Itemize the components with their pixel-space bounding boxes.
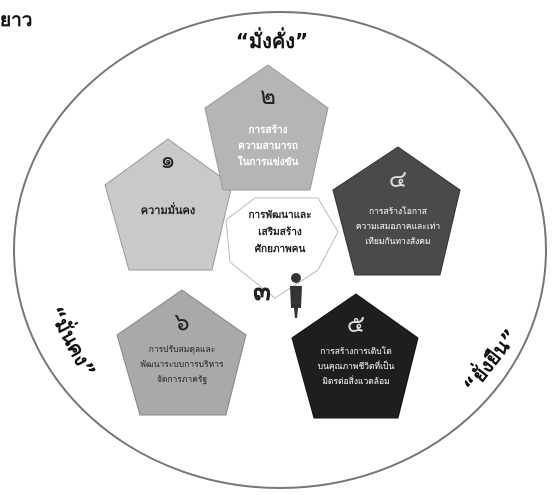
- label-top: “มั่งคั่ง”: [236, 26, 308, 53]
- pentagon-4-label-line: การสร้างโอกาส: [369, 206, 428, 217]
- center-label-line: เสริมสร้าง: [258, 226, 302, 238]
- pentagon-5-shape: [291, 293, 419, 419]
- pentagon-2-shape: [204, 64, 329, 191]
- pentagon-2-number: ๒: [260, 82, 276, 110]
- pentagon-2-label-line: การสร้าง: [248, 124, 287, 136]
- header-fragment: ยาว: [0, 9, 32, 31]
- pentagon-6-label-line: การปรับสมดุลและ: [149, 345, 216, 355]
- pentagon-4-number: ๔: [389, 165, 407, 193]
- pentagon-5-label-line: การสร้างการเติบโต: [320, 346, 392, 357]
- pentagon-6: ๖ การปรับสมดุลและ พัฒนาระบบการบริหาร จัด…: [116, 289, 247, 416]
- center-label-line: การพัฒนาและ: [248, 209, 311, 221]
- pentagon-1-number: ๑: [160, 146, 175, 174]
- pentagon-4-shape: [332, 146, 461, 276]
- pentagon-4-label-line: เทียมกันทางสังคม: [365, 236, 430, 247]
- pentagon-2: ๒ การสร้าง ความสามารถ ในการแข่งขัน: [204, 64, 329, 191]
- center-label-line: ศักยภาพคน: [255, 243, 306, 255]
- pentagon-5-number: ๕: [347, 310, 365, 338]
- pentagon-6-shape: [116, 289, 247, 416]
- pentagon-2-label-line: ในการแข่งขัน: [238, 155, 299, 168]
- pentagon-6-number: ๖: [174, 308, 189, 336]
- pentagon-5-label-line: มิตรต่อสิ่งแวดล้อม: [322, 375, 389, 387]
- center-hexagon: [225, 197, 339, 299]
- pentagon-1: ๑ ความมั่นคง: [104, 138, 233, 271]
- person-icon: [290, 273, 302, 318]
- pentagon-1-label-line: ความมั่นคง: [141, 202, 195, 217]
- center-number: ๓: [253, 277, 271, 307]
- pentagon-6-label-line: พัฒนาระบบการบริหาร: [140, 360, 224, 370]
- pentagon-5: ๕ การสร้างการเติบโต บนคุณภาพชีวิตที่เป็น…: [291, 293, 419, 419]
- pentagon-4: ๔ การสร้างโอกาส ความเสมอภาคและเท่า เทียม…: [332, 146, 461, 276]
- pentagon-6-label-line: จัดการภาครัฐ: [157, 375, 208, 385]
- pentagon-2-label-line: ความสามารถ: [238, 141, 298, 152]
- pentagon-5-label-line: บนคุณภาพชีวิตที่เป็น: [318, 360, 395, 372]
- pentagon-4-label-line: ความเสมอภาคและเท่า: [356, 222, 440, 232]
